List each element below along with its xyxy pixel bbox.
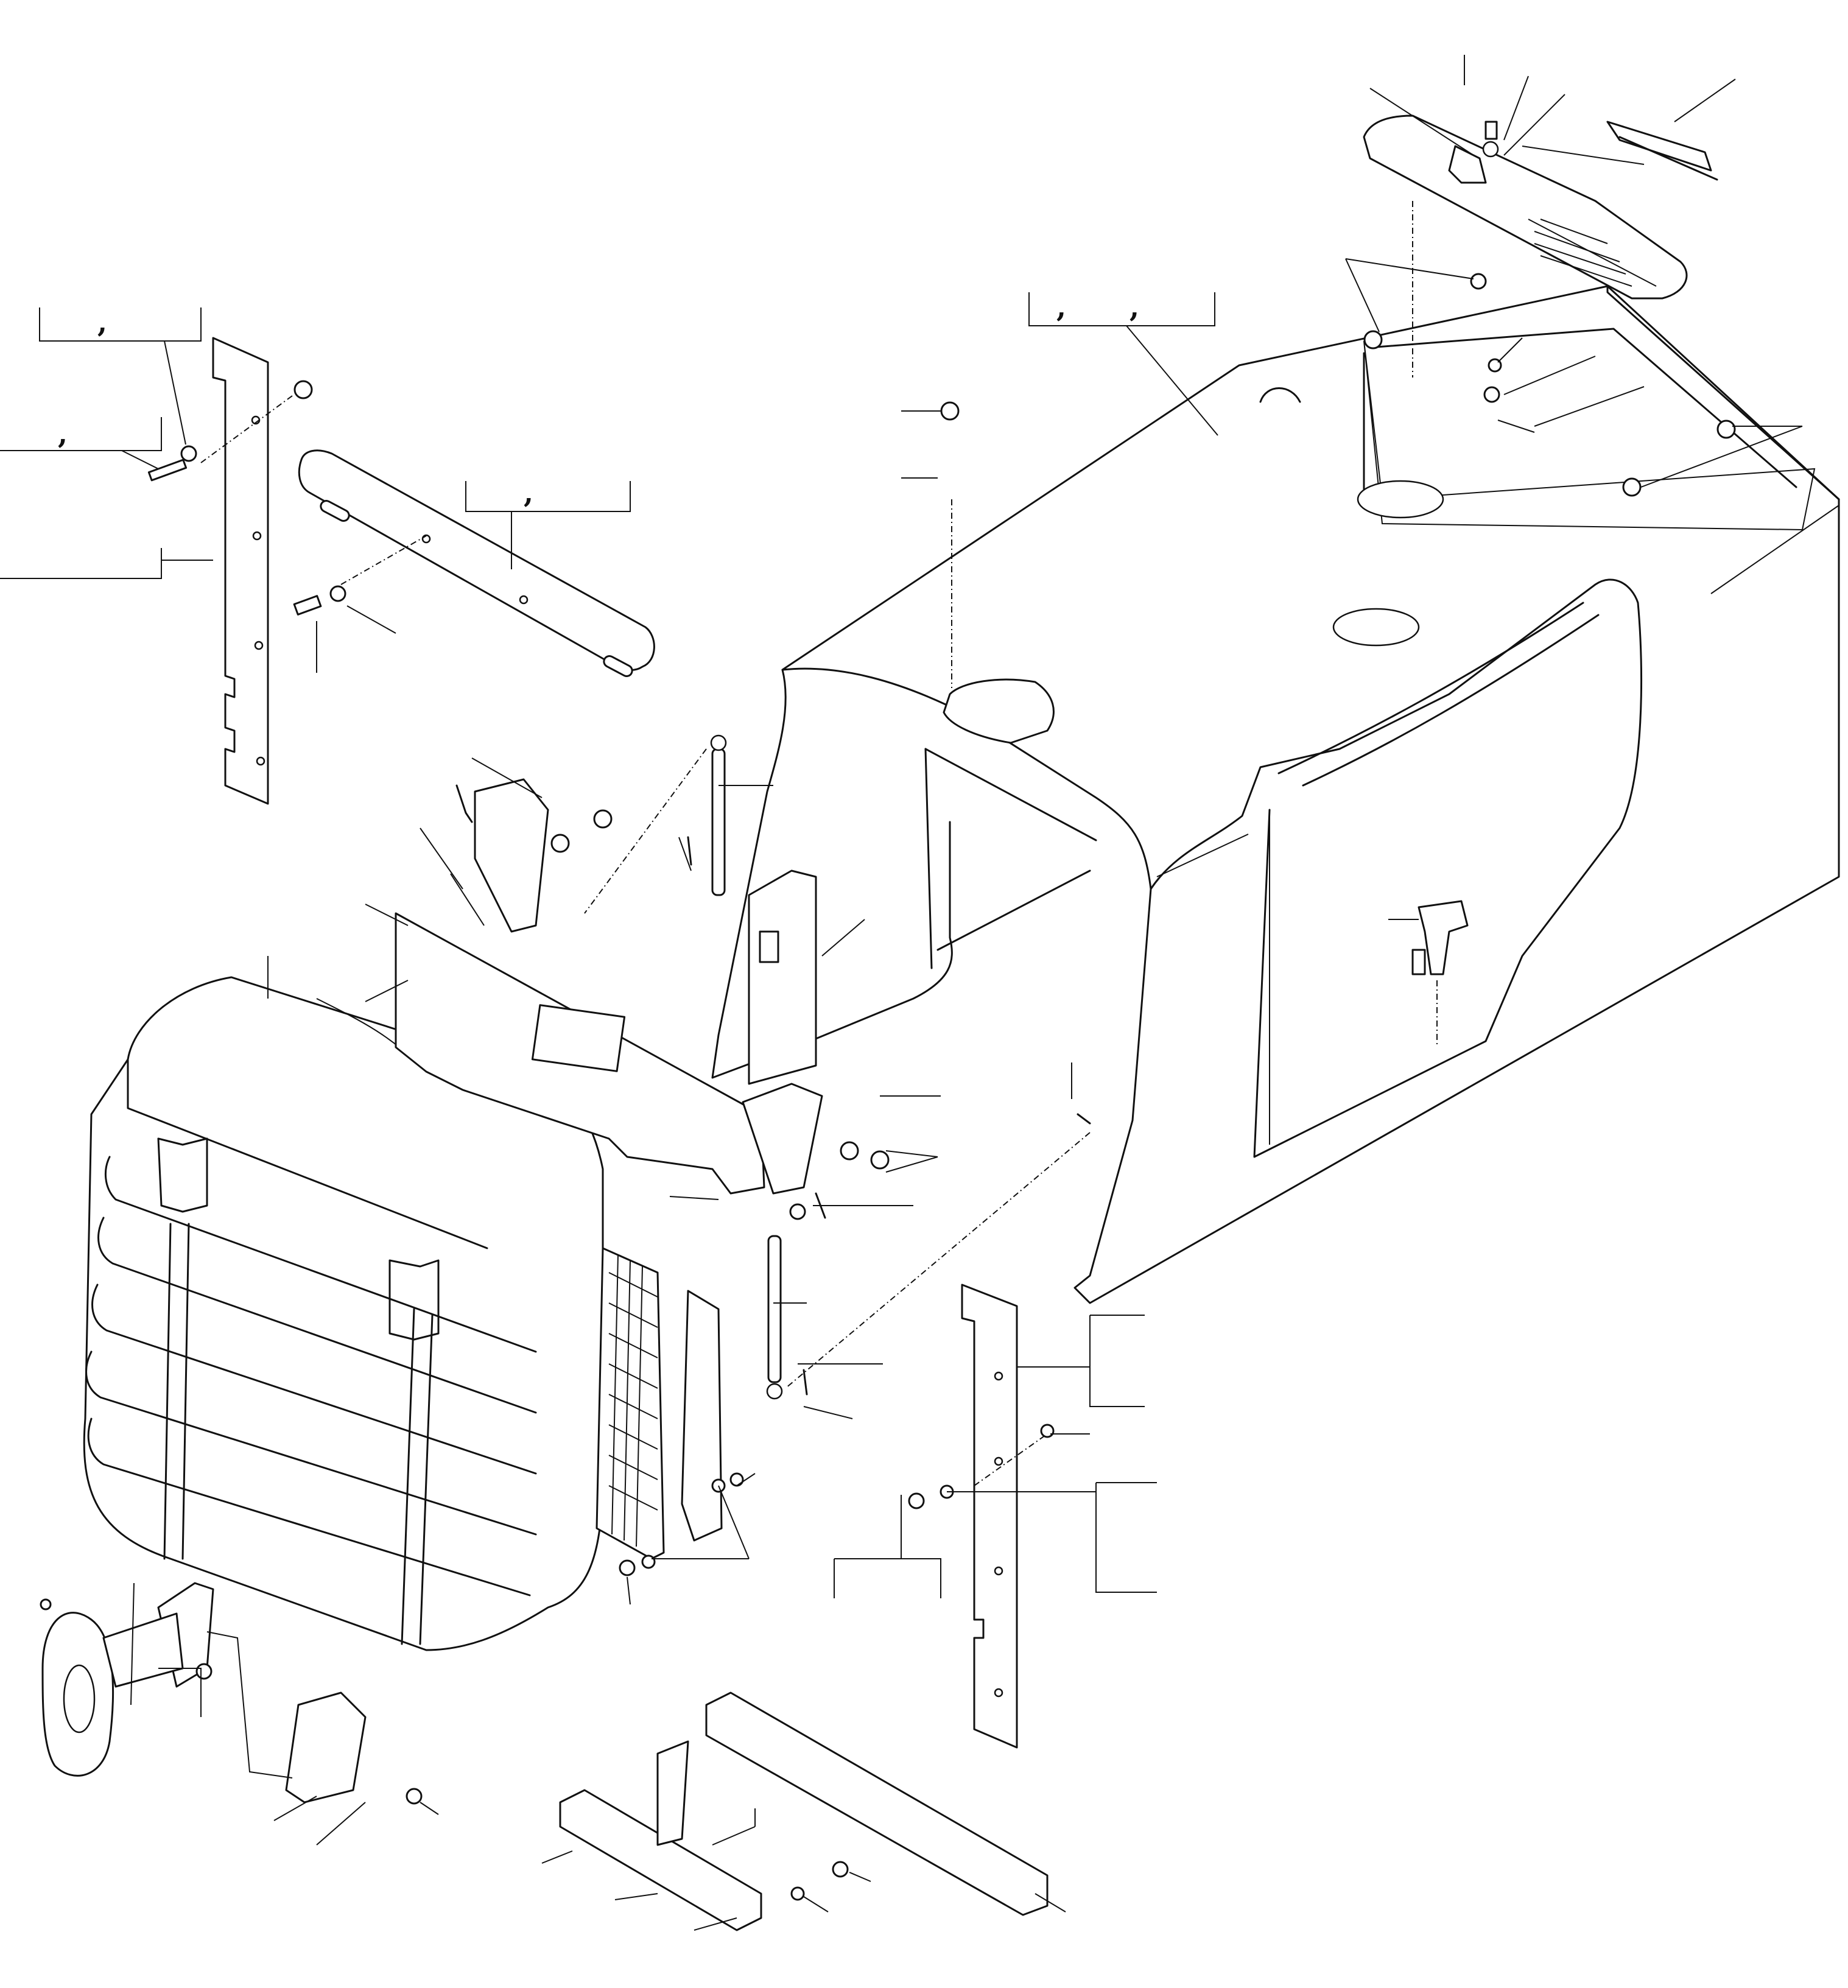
tow-hook	[41, 1582, 367, 1804]
long-bracket-plate	[298, 449, 655, 678]
center-block	[748, 869, 817, 1085]
center-bracket-plate	[395, 778, 823, 1195]
vent-slots	[1534, 219, 1632, 287]
separator-1: ,	[97, 306, 107, 339]
separator-5: ,	[1130, 290, 1139, 323]
front-grille	[83, 976, 604, 1651]
separator-labels: , , , , ,	[58, 290, 1139, 509]
side-plate-right	[961, 1284, 1018, 1749]
top-cover-panel	[1363, 114, 1718, 300]
alignment-lines	[200, 201, 1438, 1486]
separator-3: ,	[524, 476, 533, 509]
separator-4: ,	[1056, 290, 1066, 323]
leader-lines	[0, 55, 1839, 1931]
hood-assembly	[711, 285, 1840, 1304]
mesh-screen	[596, 1247, 723, 1560]
bottom-frame	[559, 1691, 1049, 1931]
side-plate-left	[212, 337, 269, 805]
separator-2: ,	[58, 417, 68, 450]
